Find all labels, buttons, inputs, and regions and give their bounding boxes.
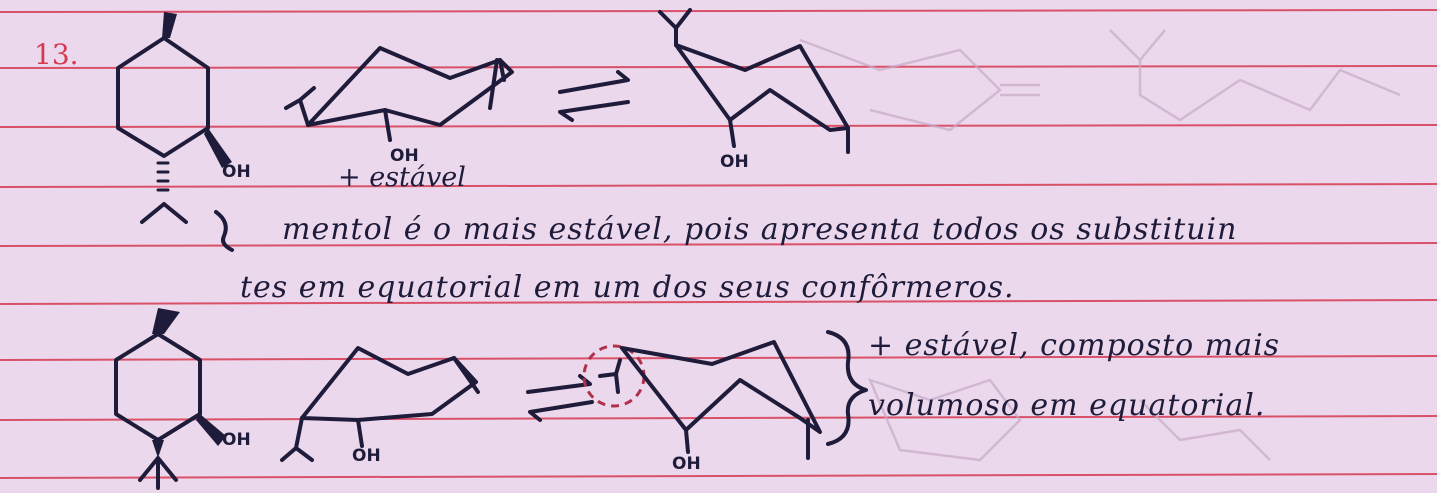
faint-ghost-arrow xyxy=(1000,83,1040,97)
bottom-chair-1-oh-bond xyxy=(356,418,364,448)
ruled-line xyxy=(0,183,1437,188)
top-chair-1-oh-bond xyxy=(383,108,392,142)
bleed-through-marks xyxy=(799,29,1401,462)
top-chair-1-axial-methyl xyxy=(488,58,506,110)
ruled-line xyxy=(0,124,1437,128)
ruled-line xyxy=(0,355,1437,361)
faint-ghost-stroke xyxy=(1139,399,1271,461)
ruled-line xyxy=(0,473,1437,479)
bottom-haworth-oh-label: OH xyxy=(222,430,251,450)
bottom-chair-conformer-1 xyxy=(280,346,480,462)
top-haworth-oh-label: OH xyxy=(222,162,251,182)
bottom-chair-2-oh-bond xyxy=(684,428,690,454)
top-chair-1-ring xyxy=(306,46,514,127)
bottom-note-line-1: + estável, composto mais xyxy=(868,328,1281,363)
faint-ghost-chair xyxy=(799,38,1002,132)
bottom-hexagon-structure xyxy=(114,308,226,490)
bottom-chair-1-ring xyxy=(300,346,478,422)
bottom-chair-conformer-2 xyxy=(582,340,822,460)
top-chair-1-isopropyl xyxy=(284,86,316,127)
bottom-note-brace xyxy=(826,330,868,446)
bottom-oh-wedge xyxy=(196,414,226,446)
top-equilibrium-arrows xyxy=(558,70,630,122)
bottom-hexagon-ring xyxy=(114,332,202,442)
bottom-chair-2-isopropyl xyxy=(598,358,622,394)
bottom-reverse-arrow xyxy=(528,400,594,422)
top-hexagon-structure xyxy=(116,12,232,224)
faint-ghost-chair xyxy=(1109,29,1401,122)
explanation-bracket-mark xyxy=(214,210,234,252)
bottom-isopropyl-branches xyxy=(138,456,178,490)
top-isopropyl-caret xyxy=(140,202,188,224)
top-chair-2-oh-bond xyxy=(728,118,736,148)
top-forward-arrow xyxy=(558,70,630,94)
explanation-line-2: tes em equatorial em um dos seus confôrm… xyxy=(240,270,1015,305)
top-chair-1-oh-label: OH xyxy=(390,146,419,166)
top-stability-note: + estável xyxy=(338,162,466,193)
top-methyl-wedge xyxy=(162,12,177,38)
ruled-line xyxy=(0,242,1437,247)
top-chair-2-isopropyl xyxy=(658,8,692,47)
top-oh-wedge xyxy=(204,128,232,168)
bottom-note-line-2: volumoso em equatorial. xyxy=(868,388,1266,423)
bottom-equilibrium-arrows xyxy=(526,374,594,422)
top-chair-conformer-1 xyxy=(284,46,514,142)
top-hashed-bond xyxy=(156,161,170,192)
notebook-ruled-lines xyxy=(0,9,1437,479)
faint-ghost-ring xyxy=(867,377,1022,462)
top-chair-2-oh-label: OH xyxy=(720,152,749,172)
top-chair-2-ring xyxy=(674,43,850,132)
bottom-chair-1-oh-label: OH xyxy=(352,446,381,466)
problem-number: 13. xyxy=(34,38,79,71)
top-chair-conformer-2 xyxy=(658,8,850,154)
ruled-line xyxy=(0,415,1437,421)
ruled-line xyxy=(0,299,1437,305)
top-hexagon-ring xyxy=(116,36,210,158)
bottom-isopropyl-wedge xyxy=(152,440,164,458)
explanation-line-1: mentol é o mais estável, pois apresenta … xyxy=(282,212,1238,247)
bottom-chair-2-oh-label: OH xyxy=(672,454,701,474)
bottom-forward-arrow xyxy=(526,374,592,394)
bottom-chair-1-isopropyl xyxy=(280,416,314,462)
ruled-line xyxy=(0,65,1437,69)
bottom-methyl-wedge xyxy=(152,308,180,334)
bottom-chair-1-methyl xyxy=(452,356,480,394)
ruled-line xyxy=(0,9,1437,13)
top-reverse-arrow xyxy=(558,100,630,122)
